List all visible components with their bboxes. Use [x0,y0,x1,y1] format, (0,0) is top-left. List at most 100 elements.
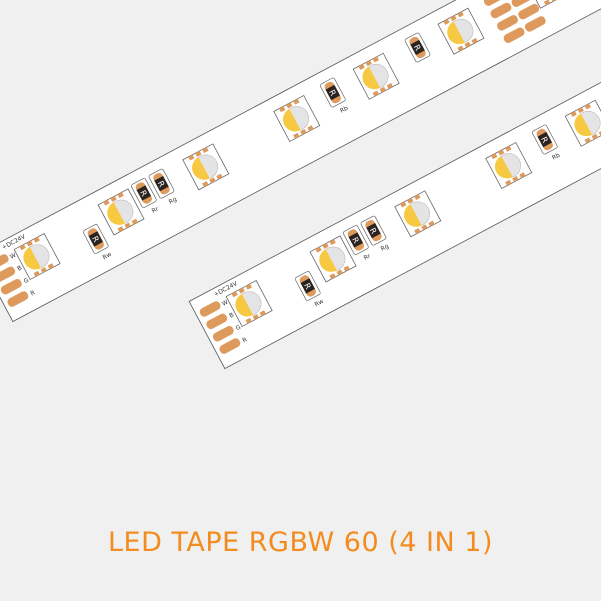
resistor-label: Rg [168,196,178,206]
led-pin [195,150,202,157]
led-pin [286,102,293,109]
led-pin [293,132,300,139]
solder-pad [518,3,540,20]
led-pin [40,267,47,273]
solder-pad [0,266,16,283]
led-pin [307,125,314,132]
led-warm-chip [362,66,381,90]
pin-label-b: B [16,265,23,273]
smd-resistor: RRg [148,168,178,206]
led-pin [358,64,365,70]
led-pin [598,130,601,136]
led-pin [110,195,117,202]
smd-led [352,52,400,100]
led-pin [300,129,307,135]
led-warm-chip [447,21,465,45]
led-pin [464,41,471,48]
resistor-label: Rw [314,298,325,308]
led-warm-chip [192,157,210,180]
led-pin [570,111,577,117]
solder-pad [490,2,512,19]
led-pin [33,236,40,243]
led-warm-chip [319,249,337,272]
led-pin [414,228,421,235]
solder-pad [511,0,533,7]
led-pin [519,172,526,179]
led-pin [428,220,435,227]
resistor-label: Rb [551,152,561,162]
led-pin [33,270,40,277]
led-warm-chip [404,204,422,227]
pin-label-g: G [235,324,243,333]
led-pin [457,45,464,52]
solder-pad [199,301,221,317]
led-pin [400,201,407,208]
resistor-label: Rr [151,205,161,215]
smd-led [13,232,61,281]
resistor-label: Rw [102,251,113,261]
led-pin [216,173,223,180]
led-pin [450,15,457,22]
led-warm-chip [574,113,593,137]
resistor-label: Rr [363,252,373,262]
smd-led [182,143,230,191]
smd-resistor: RRr [131,178,161,215]
smd-resistor: RRr [343,225,373,262]
led-warm-chip [107,202,125,225]
led-pin [343,265,350,272]
led-pin [498,149,505,156]
solder-pad [503,27,525,43]
led-pin [209,177,216,184]
solder-pad [483,0,505,6]
smd-resistor: R [404,32,431,63]
led-pin [188,154,195,161]
led-pin [577,107,584,114]
resistor-body [537,131,553,148]
led-pin [231,291,238,298]
led-pin [131,218,138,225]
led-pin [117,226,124,233]
led-pin [421,224,428,231]
smd-resistor: RRb [531,124,561,162]
led-pin [19,244,26,251]
led-pin [505,145,512,152]
led-frame [523,0,572,9]
led-pin [322,242,329,249]
resistor-mark: R [412,43,423,53]
resistor-body [154,175,169,192]
resistor-body [300,278,315,294]
led-pin [245,317,252,324]
smd-resistor: RRw [294,271,325,308]
led-pin [471,37,478,44]
led-pin [293,98,300,105]
resistor-body [410,39,425,56]
led-pin [491,153,498,160]
led-pin [379,86,386,93]
led-pin [259,310,266,317]
led-pin [512,176,519,182]
smd-resistor: RRb [319,77,349,115]
pin-label-w: W [9,252,18,261]
led-pin [329,273,336,280]
led-pin [329,239,336,246]
smd-led [394,190,442,238]
smd-led [564,99,601,147]
solder-pad [7,291,29,307]
smd-led [97,188,145,236]
pin-label-b: B [228,312,235,320]
pin-label-r: R [29,289,36,297]
smd-led [485,141,533,190]
resistor-body [348,232,364,248]
smd-resistor: RRw [82,224,113,261]
led-pin [407,197,414,204]
led-pin [457,11,464,18]
smd-led [225,279,273,328]
product-title: LED TAPE RGBW 60 (4 IN 1) [108,527,493,558]
led-pin [26,240,33,247]
led-pin [103,199,110,206]
led-pin [202,181,209,188]
resistor-label: Rb [339,105,349,115]
led-pin [414,194,421,201]
